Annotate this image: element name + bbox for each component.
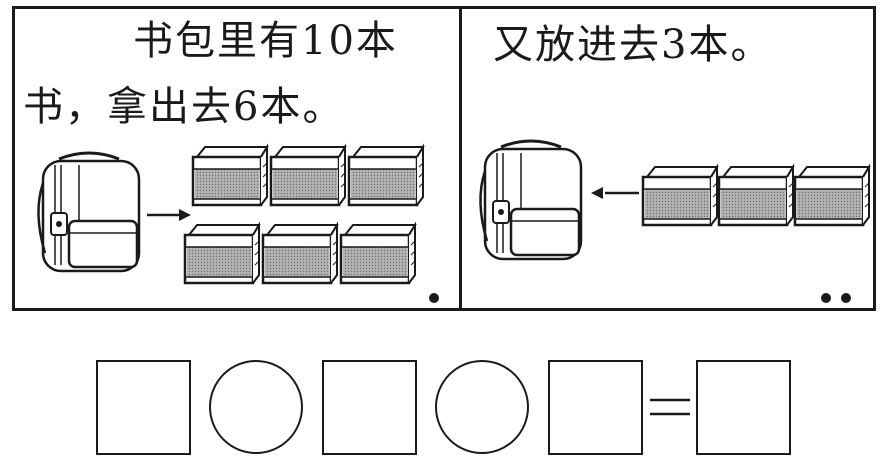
left-text-line2: 书，拿出去6本。 bbox=[23, 84, 345, 130]
panel-divider bbox=[459, 9, 462, 308]
page-marker-dot bbox=[821, 293, 831, 303]
answer-square-1[interactable] bbox=[96, 360, 191, 455]
story-panels: 书包里有10本 书，拿出去6本。 又放进去3本。 bbox=[12, 6, 876, 311]
equals-sign bbox=[650, 398, 690, 416]
answer-square-3[interactable] bbox=[548, 360, 643, 455]
left-text-line1: 书包里有10本 bbox=[133, 18, 398, 64]
scene-illustration bbox=[36, 139, 871, 285]
right-text-line1: 又放进去3本。 bbox=[493, 22, 773, 68]
answer-square-2[interactable] bbox=[322, 360, 417, 455]
operator-circle-1[interactable] bbox=[209, 360, 303, 454]
arrow-right-icon bbox=[147, 209, 191, 221]
operator-circle-2[interactable] bbox=[435, 360, 529, 454]
arrow-left-icon bbox=[591, 187, 639, 199]
page-marker-dot bbox=[841, 293, 851, 303]
page-marker-dot bbox=[429, 293, 439, 303]
answer-square-result[interactable] bbox=[696, 360, 791, 455]
